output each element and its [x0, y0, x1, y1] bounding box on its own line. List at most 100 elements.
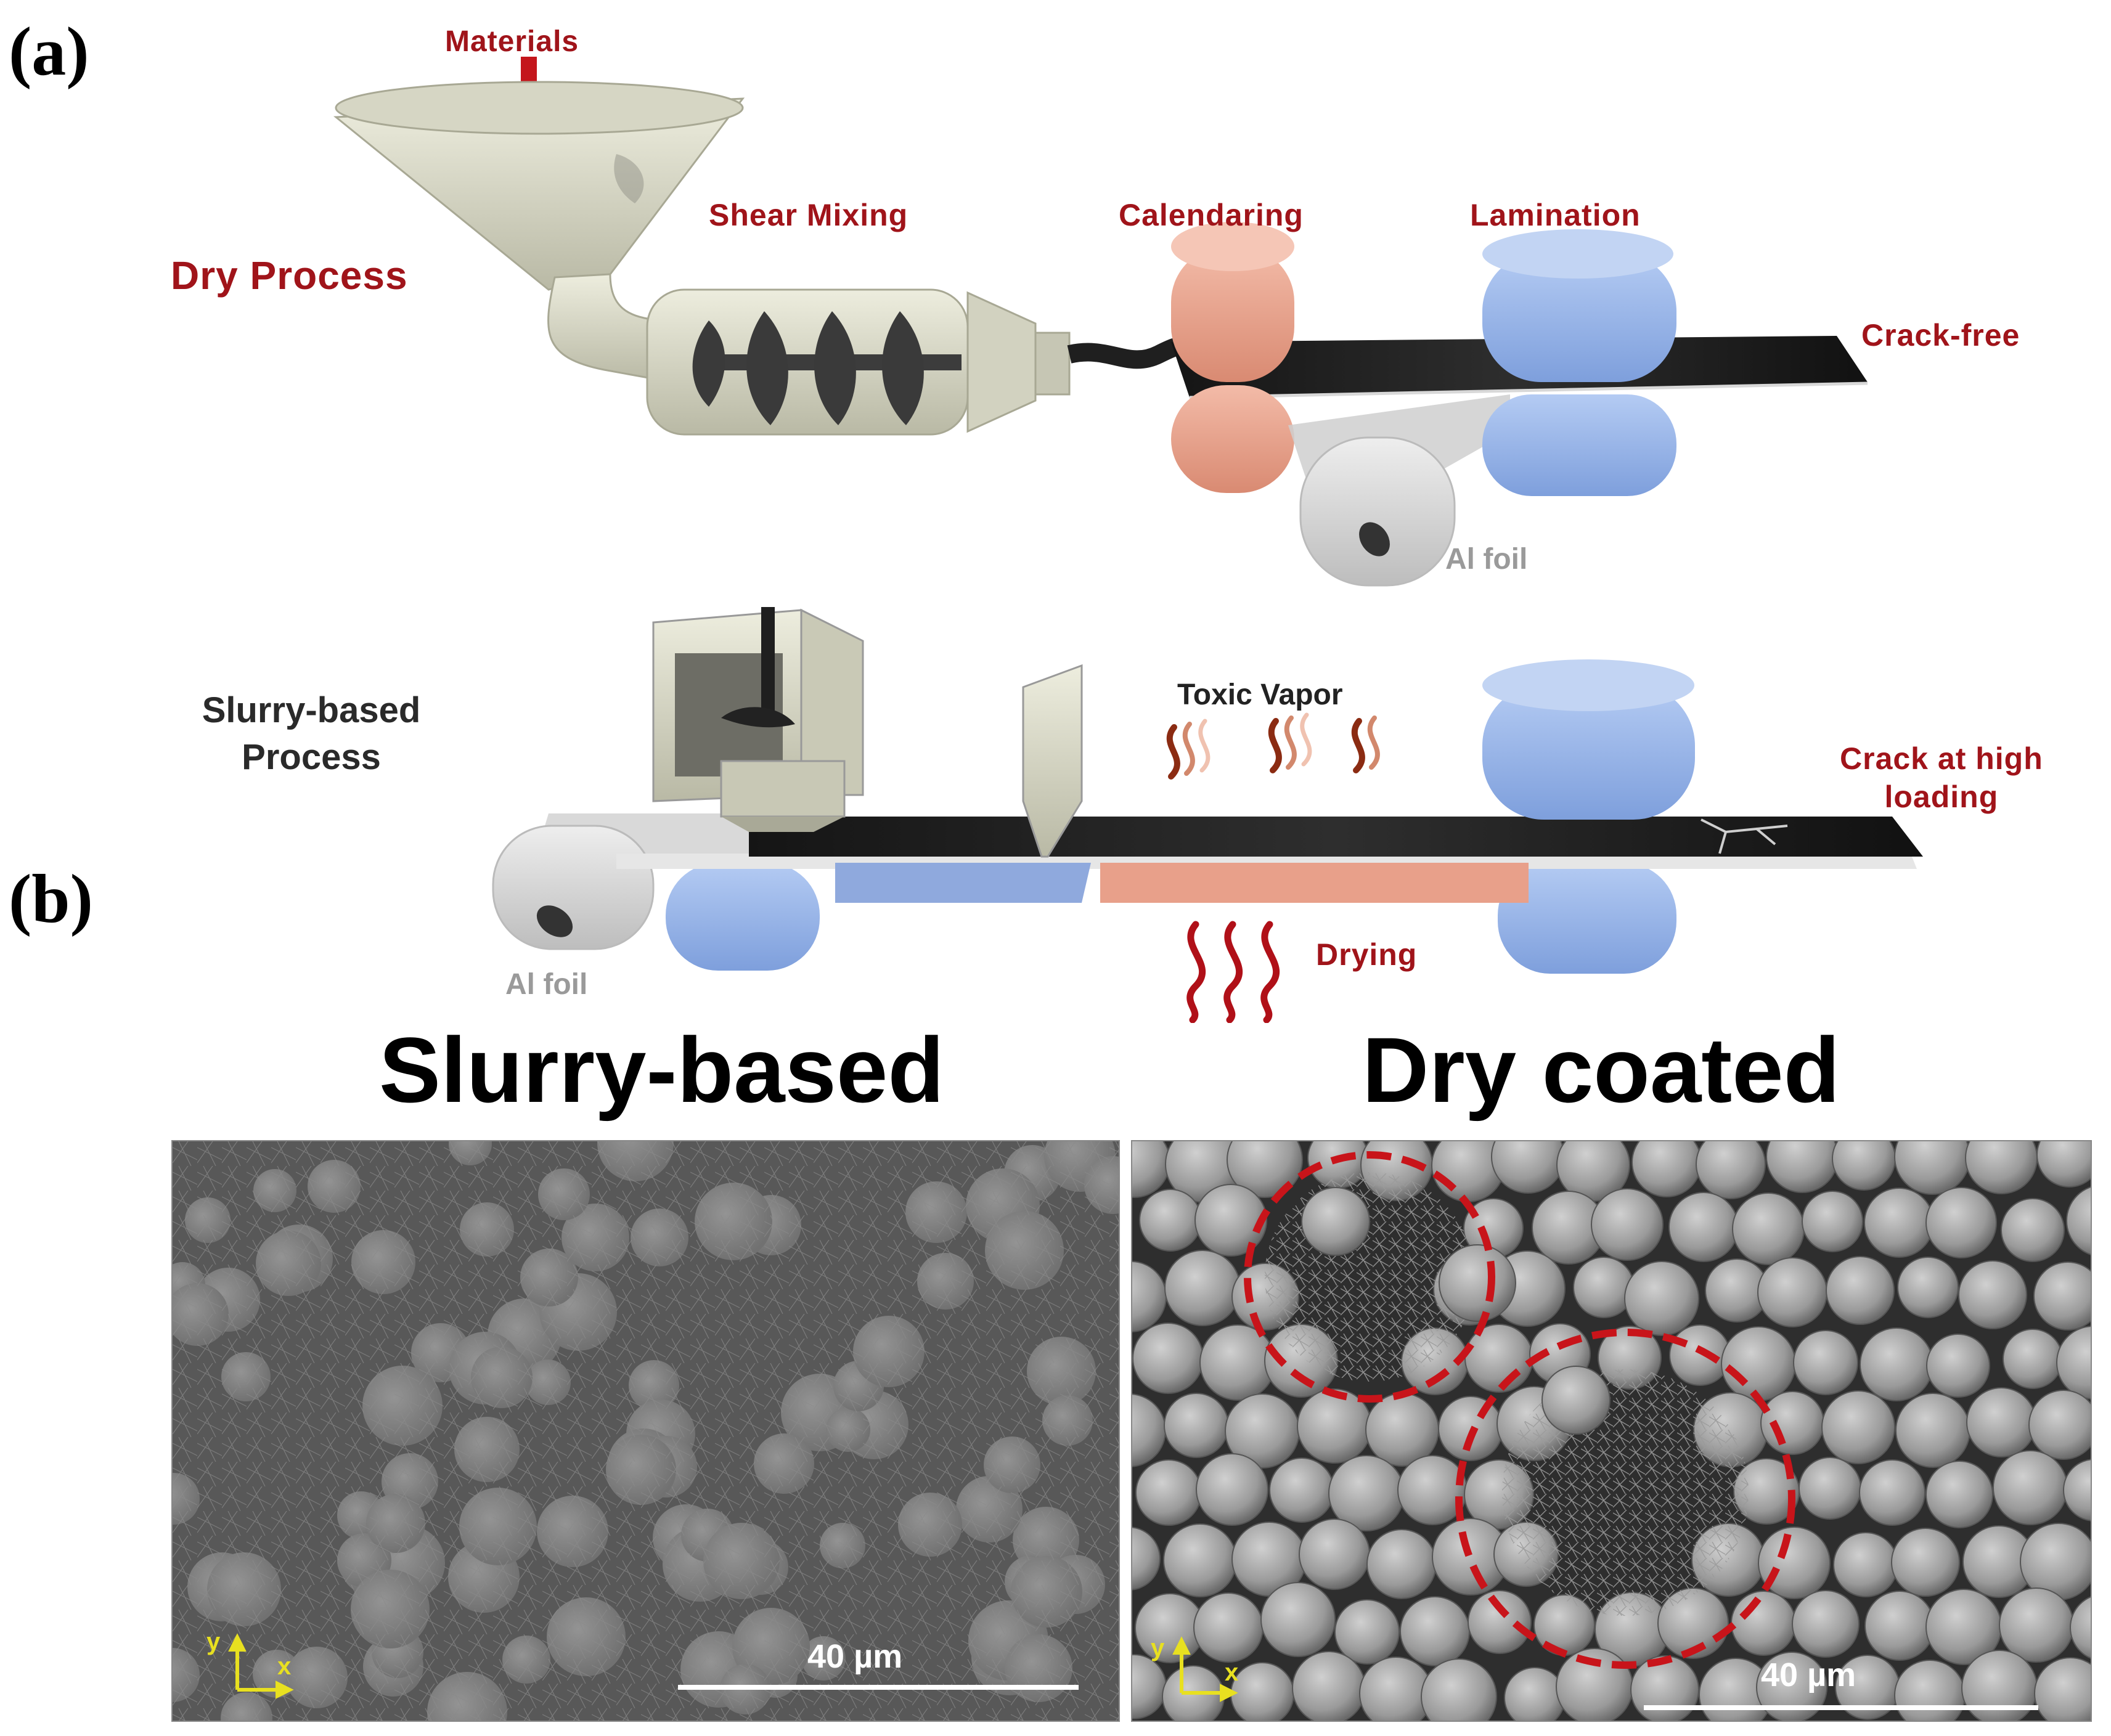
- sem-particle: [1925, 1461, 1993, 1528]
- hopper-funnel: [333, 81, 745, 383]
- slurry-process-title-line1: Slurry-based: [202, 690, 421, 730]
- toxic-vapor-icon: [1166, 712, 1380, 780]
- sem-particle: [1821, 1390, 1895, 1464]
- extrudate: [1067, 336, 1190, 369]
- axis-indicator-icon-dry: [1172, 1636, 1238, 1702]
- sem-particle: [1721, 1326, 1796, 1401]
- dry-process-diagram: [333, 57, 1868, 587]
- doctor-blade: [1022, 664, 1083, 858]
- slurry-process-title-line2: Process: [242, 737, 381, 777]
- sem-particle: [1573, 1257, 1635, 1318]
- sem-particle: [1292, 1651, 1366, 1721]
- drying-plate: [1100, 863, 1529, 903]
- sem-particle: [1732, 1192, 1805, 1265]
- al-foil-roll-dry: [1288, 394, 1510, 587]
- sem-particle: [1230, 1662, 1294, 1721]
- sem-particle: [2003, 1329, 2063, 1389]
- sem-particle: [1400, 1596, 1470, 1666]
- sem-particle: [1758, 1526, 1831, 1599]
- sem-particle: [1164, 1393, 1229, 1458]
- sem-particle: [1260, 1582, 1336, 1657]
- sem-particle: [1365, 1393, 1439, 1467]
- sem-particle: [1966, 1387, 2036, 1457]
- sem-particle: [1366, 1529, 1437, 1599]
- sem-particle: [1895, 1393, 1970, 1468]
- materials-label: Materials: [445, 25, 579, 58]
- conveyor-roll-left: [666, 863, 820, 971]
- lamination-label: Lamination: [1470, 198, 1641, 232]
- mixing-plate: [835, 863, 1091, 903]
- sem-particle: [1864, 1591, 1935, 1661]
- sem-particle: [1468, 1590, 1532, 1654]
- sem-particle: [2070, 1596, 2091, 1659]
- sem-particle: [2036, 1141, 2091, 1188]
- sem-particle: [1731, 1591, 1796, 1656]
- sem-particle: [1193, 1592, 1264, 1663]
- sem-particle: [1864, 1188, 1934, 1258]
- sem-particle: [1993, 1450, 2068, 1525]
- highlight-circle-2: [1455, 1329, 1795, 1669]
- sem-particle: [1760, 1391, 1824, 1455]
- sem-image-slurry: 40 µm y x: [171, 1140, 1120, 1722]
- drying-heat-icon: [1186, 921, 1280, 1023]
- crack-label-line1: Crack at high: [1840, 741, 2043, 776]
- al-foil-roll-slurry: [492, 813, 764, 950]
- dry-process-title: Dry Process: [171, 253, 408, 298]
- sem-particle: [1227, 1141, 1303, 1198]
- slurry-process-title: Slurry-based Process: [154, 687, 468, 781]
- calendaring-label: Calendaring: [1119, 198, 1304, 232]
- sem-particle: [1194, 1184, 1267, 1257]
- axis-x-label: x: [277, 1653, 292, 1680]
- sem-particle: [2066, 1186, 2091, 1255]
- sem-particle: [1199, 1324, 1276, 1401]
- sem-particle: [1926, 1334, 1990, 1398]
- sem-texture-dry: [1132, 1141, 2091, 1721]
- sem-particle: [2063, 1459, 2091, 1522]
- axis-y-label-dry: y: [1151, 1634, 1165, 1661]
- sem-particle: [1504, 1667, 1566, 1721]
- sem-particle: [1897, 1257, 1959, 1318]
- sem-particle: [1163, 1523, 1237, 1597]
- sem-particle: [1756, 1652, 1827, 1721]
- scale-bar-label-dry: 40 µm: [1761, 1657, 1856, 1693]
- toxic-vapor-label: Toxic Vapor: [1177, 679, 1343, 711]
- panel-label-b: (b): [9, 861, 93, 937]
- sem-particle: [1696, 1141, 1766, 1199]
- sem-particle: [2028, 1390, 2091, 1460]
- sem-particle: [1792, 1590, 1860, 1658]
- sem-particle: [1958, 1260, 2027, 1329]
- conveyor-roll-right: [1498, 863, 1676, 974]
- crack-high-loading-label: Crack at high loading: [1840, 740, 2043, 816]
- lamination-rolls: [1482, 229, 1676, 496]
- sem-title-slurry: Slurry-based: [379, 1018, 944, 1122]
- sem-particle: [1833, 1532, 1898, 1597]
- sem-particle: [1999, 1587, 2074, 1663]
- calendaring-rolls: [1171, 222, 1294, 493]
- slurry-mixer: [652, 607, 864, 832]
- sem-particle: [2001, 1198, 2065, 1262]
- sem-particle: [1591, 1188, 1664, 1261]
- sem-particle: [1139, 1189, 1202, 1252]
- sem-image-dry: 40 µm y x: [1131, 1140, 2092, 1722]
- axis-x-label-dry: x: [1225, 1659, 1239, 1686]
- sem-particle: [1799, 1457, 1861, 1520]
- al-foil-label-slurry: Al foil: [505, 968, 588, 1001]
- axis-y-label: y: [206, 1628, 221, 1655]
- slurry-film: [749, 817, 1923, 857]
- crack-free-label: Crack-free: [1861, 318, 2020, 352]
- sem-particle: [1793, 1330, 1858, 1395]
- sem-particle: [1135, 1459, 1202, 1526]
- sem-particle: [1668, 1192, 1739, 1262]
- sem-particle: [1859, 1459, 1925, 1526]
- sem-particle: [1464, 1324, 1533, 1393]
- drying-label: Drying: [1316, 937, 1418, 972]
- sem-particle: [1164, 1250, 1241, 1326]
- sem-particle: [1421, 1658, 1497, 1721]
- sem-particle: [1891, 1528, 1960, 1597]
- sem-particle: [2056, 1326, 2091, 1400]
- sem-particle: [1826, 1256, 1895, 1325]
- sem-particle: [1802, 1191, 1863, 1252]
- slurry-process-diagram: [492, 607, 1923, 1023]
- panel-label-a: (a): [9, 14, 89, 90]
- shear-mixing-label: Shear Mixing: [709, 198, 909, 232]
